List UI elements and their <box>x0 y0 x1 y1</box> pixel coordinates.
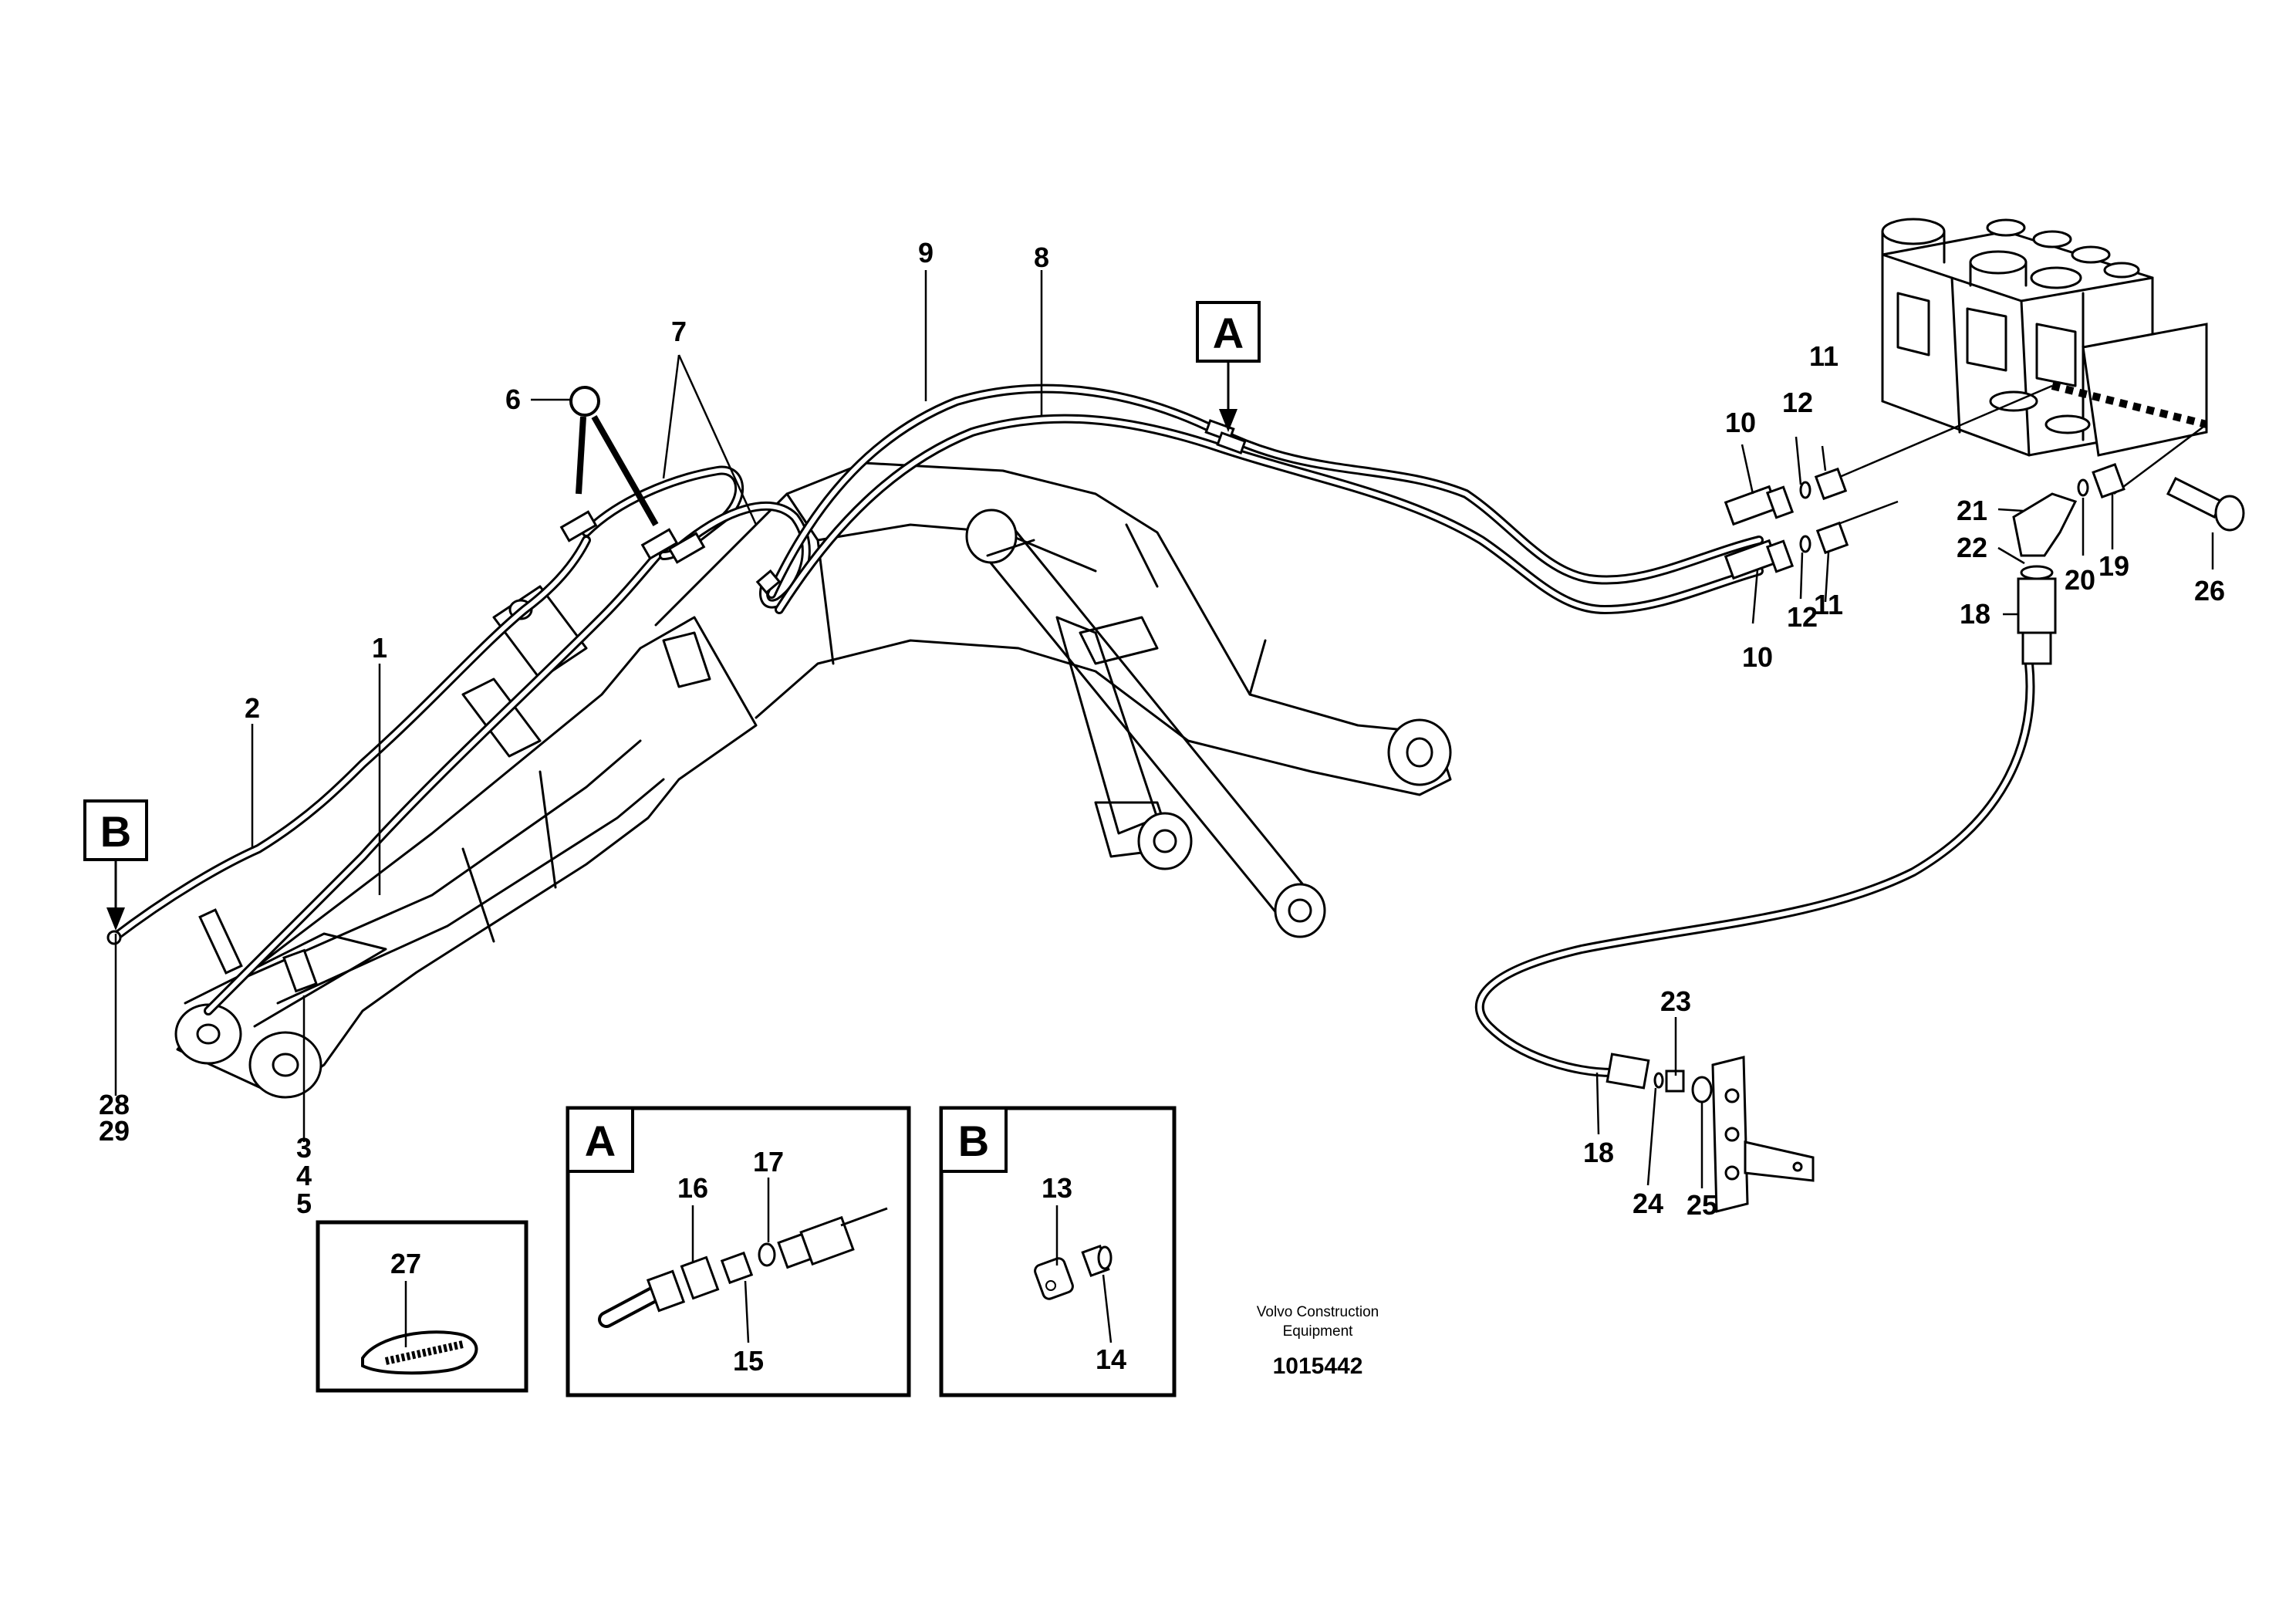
valve-fittings <box>1724 462 2245 665</box>
callout-11-upper: 11 <box>1809 340 1838 372</box>
callout-12-lower: 12 <box>1787 601 1818 633</box>
callout-22: 22 <box>1957 532 1987 563</box>
detail-box-a: A <box>566 1106 911 1397</box>
detail-box-b: B <box>939 1106 1177 1397</box>
callout-23: 23 <box>1660 985 1691 1017</box>
callout-1: 1 <box>372 632 387 664</box>
callout-27: 27 <box>390 1248 421 1279</box>
company-name-line2: Equipment <box>1283 1323 1354 1340</box>
callout-20: 20 <box>2065 564 2095 596</box>
detail-b-letter: B <box>958 1117 989 1165</box>
leader-lines <box>114 270 2214 1188</box>
callout-8: 8 <box>1034 242 1049 273</box>
company-name-line1: Volvo Construction <box>1257 1304 1379 1320</box>
callout-2: 2 <box>245 692 260 724</box>
callout-29: 29 <box>99 1115 130 1147</box>
document-number: 1015442 <box>1273 1353 1363 1379</box>
arm-cylinder <box>1055 616 1193 870</box>
detail-a-letter: A <box>585 1117 616 1165</box>
callout-28: 28 <box>99 1089 130 1120</box>
o-ring-6 <box>569 386 600 417</box>
callout-17: 17 <box>753 1146 784 1178</box>
callout-25: 25 <box>1687 1189 1717 1221</box>
callout-9: 9 <box>918 237 934 269</box>
callout-5: 5 <box>296 1188 312 1219</box>
callout-labels: 1 2 3 4 5 6 7 8 9 10 10 11 11 12 12 13 1… <box>99 237 2225 1377</box>
callout-6: 6 <box>505 384 521 415</box>
callout-24: 24 <box>1633 1188 1663 1219</box>
callout-4: 4 <box>296 1160 312 1191</box>
callout-26: 26 <box>2194 575 2225 607</box>
callout-14: 14 <box>1096 1343 1126 1375</box>
bracket-fittings <box>1606 1053 1815 1213</box>
callout-12-upper: 12 <box>1782 387 1813 418</box>
callout-10-lower: 10 <box>1742 641 1773 673</box>
callout-15: 15 <box>733 1345 764 1377</box>
ref-view-b-letter: B <box>100 807 131 856</box>
callout-13: 13 <box>1042 1172 1072 1204</box>
callout-7: 7 <box>671 316 687 347</box>
ref-view-a-letter: A <box>1213 309 1244 357</box>
detail-box-cable-tie <box>316 1220 528 1393</box>
cable-tie-icon <box>361 1330 478 1375</box>
callout-21: 21 <box>1957 495 1987 526</box>
mounting-line <box>2051 382 2208 428</box>
hose-lines <box>110 384 2035 1077</box>
boom-cylinder <box>965 509 1326 938</box>
hose-fittings-boom <box>106 419 1247 993</box>
ref-view-b: B <box>83 799 148 931</box>
control-valve-block <box>1881 218 2208 457</box>
callout-3: 3 <box>296 1132 312 1164</box>
ref-view-a: A <box>1196 301 1261 432</box>
callout-18-lower: 18 <box>1583 1137 1614 1168</box>
title-block: Volvo Construction Equipment 1015442 <box>1257 1304 1379 1379</box>
callout-10-upper: 10 <box>1725 407 1756 438</box>
callout-18-upper: 18 <box>1960 598 1990 630</box>
callout-16: 16 <box>677 1172 708 1204</box>
callout-19: 19 <box>2098 550 2129 582</box>
callout-11-lower: 11 <box>1814 589 1843 620</box>
